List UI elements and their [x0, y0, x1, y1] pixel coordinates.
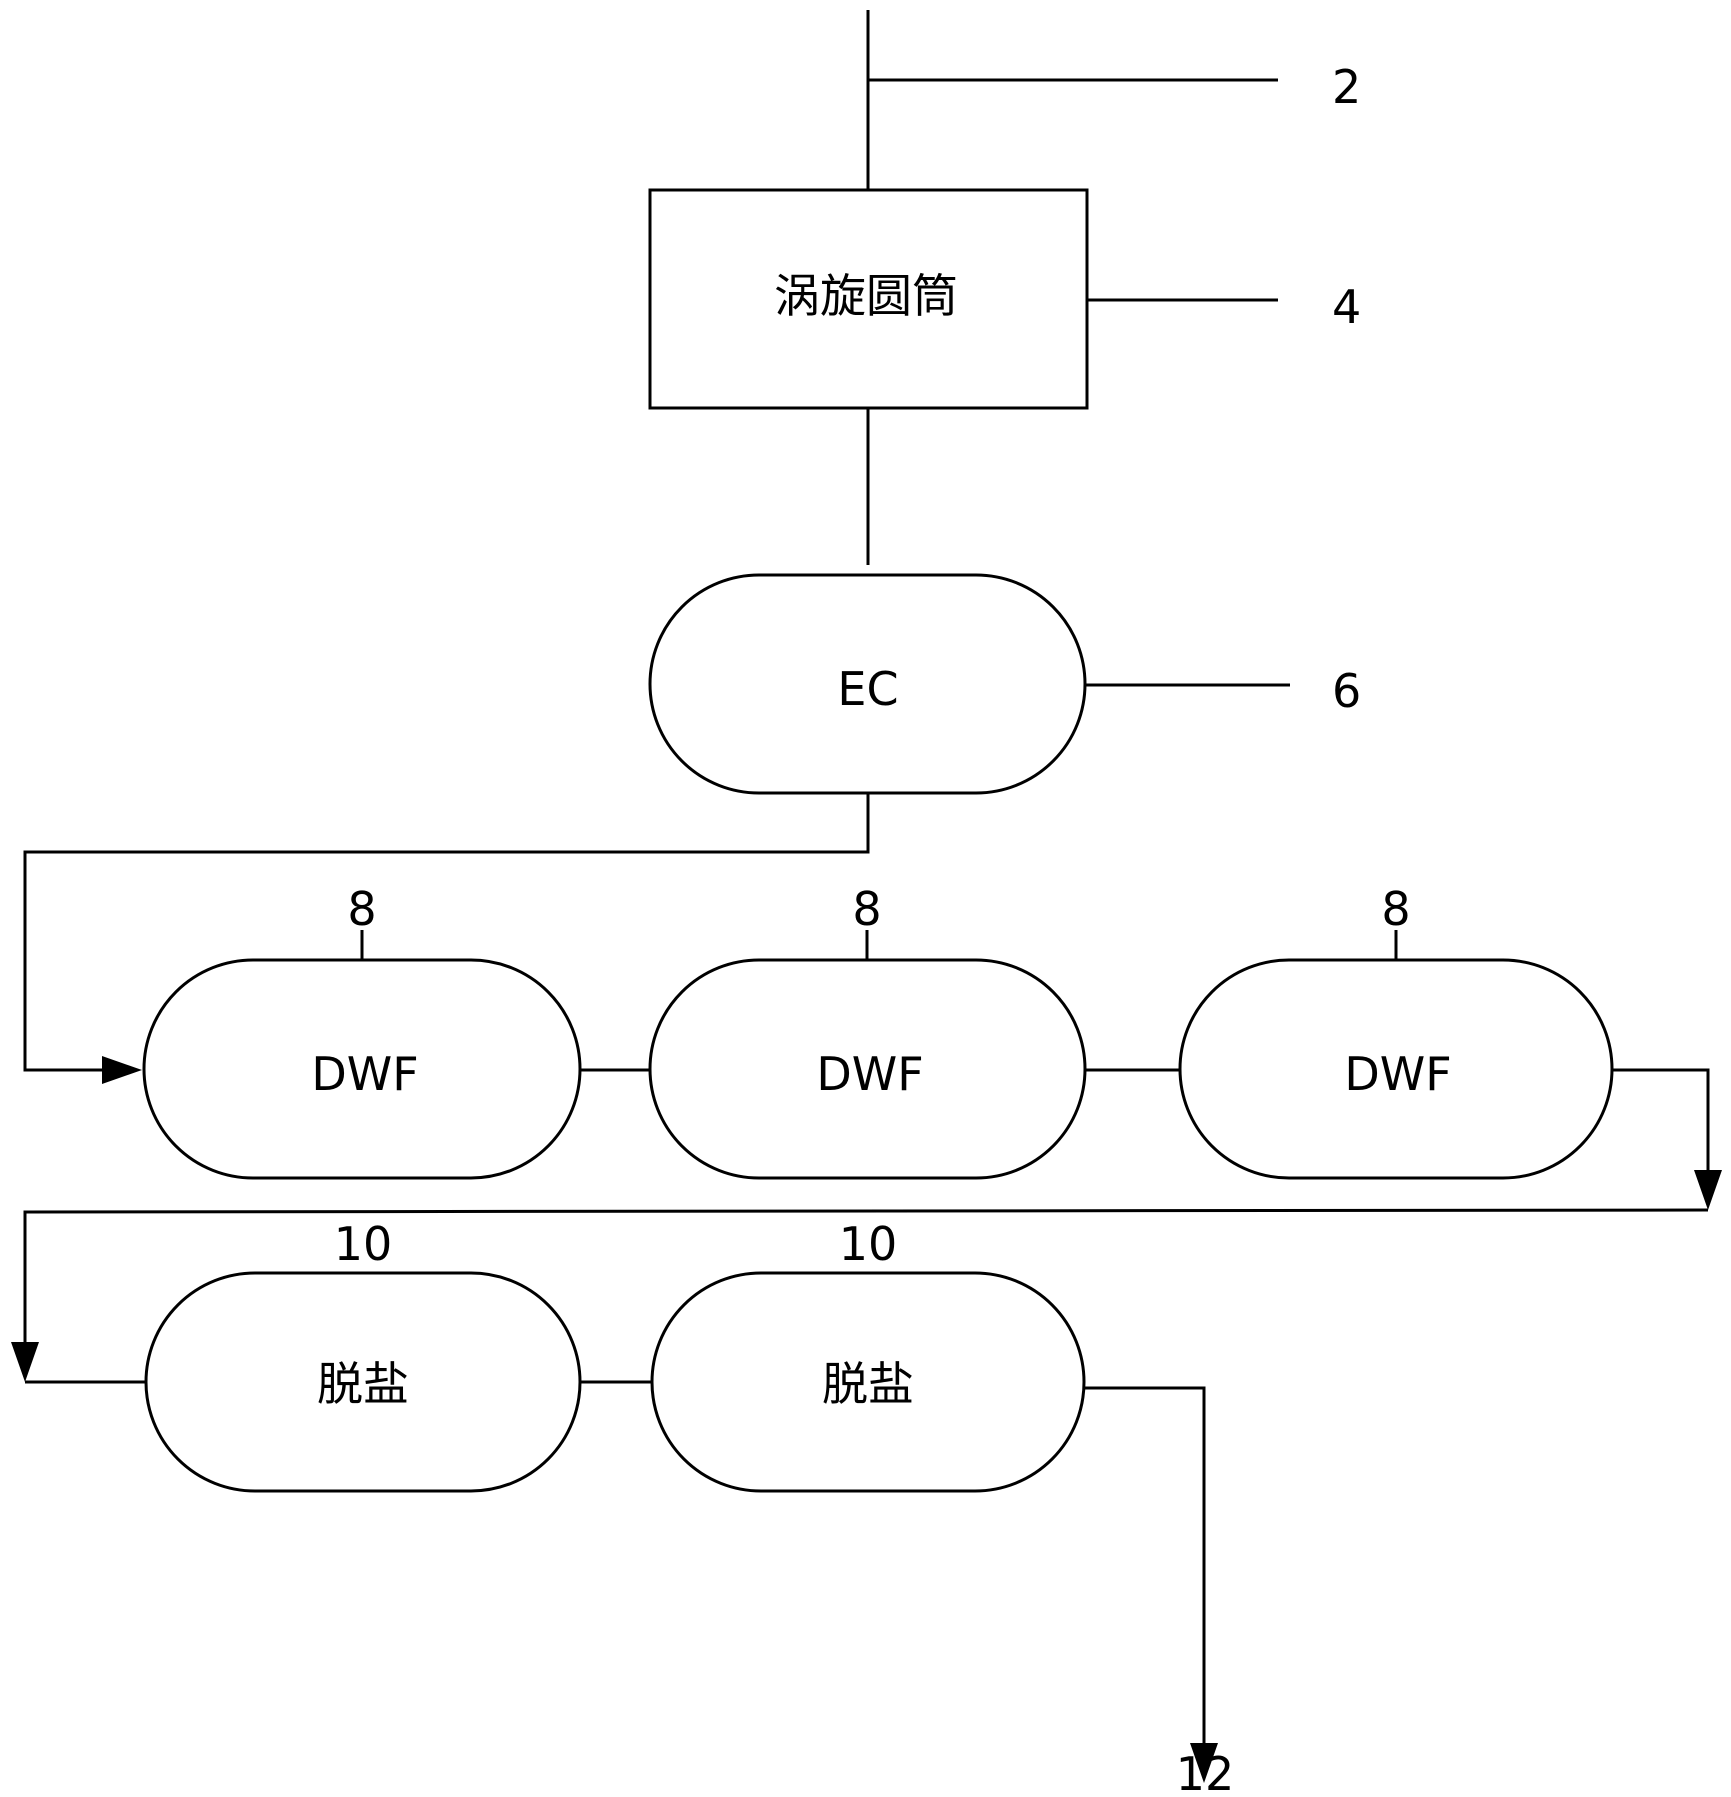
desalt-node-2: [650, 1271, 1086, 1493]
dwf-to-desalt-line: [1612, 1068, 1710, 1172]
vortex-cylinder-label: 涡旋圆筒: [774, 269, 958, 323]
ec-to-dwf-line: [23, 793, 870, 1072]
return-line: [23, 1208, 1709, 1345]
ref-12-label: 12: [1176, 1747, 1235, 1797]
desalt-label-2: 脱盐: [822, 1357, 914, 1411]
vortex-cylinder-box: [648, 188, 1089, 410]
ref-8-label-1: 8: [347, 882, 376, 936]
ref-10-label-1: 10: [334, 1217, 393, 1271]
desalt-inlet-arrow: [11, 1342, 39, 1382]
dwf-inlet-arrow: [102, 1056, 142, 1084]
outlet-arrow: [1190, 1743, 1218, 1783]
dwf-outlet-arrow: [1694, 1170, 1722, 1210]
desalt-label-1: 脱盐: [317, 1357, 409, 1411]
ref-8-label-2: 8: [852, 882, 881, 936]
ref-4-label: 4: [1332, 280, 1361, 334]
outlet-line: [1084, 1386, 1206, 1745]
dwf-label-3: DWF: [1344, 1047, 1451, 1101]
ref-10-label-2: 10: [839, 1217, 898, 1271]
dwf-label-2: DWF: [816, 1047, 923, 1101]
ref-8-label-3: 8: [1381, 882, 1410, 936]
ec-label: EC: [837, 662, 898, 716]
dwf-label-1: DWF: [311, 1047, 418, 1101]
ref-2-label: 2: [1332, 60, 1361, 114]
ref-6-label: 6: [1332, 664, 1361, 718]
